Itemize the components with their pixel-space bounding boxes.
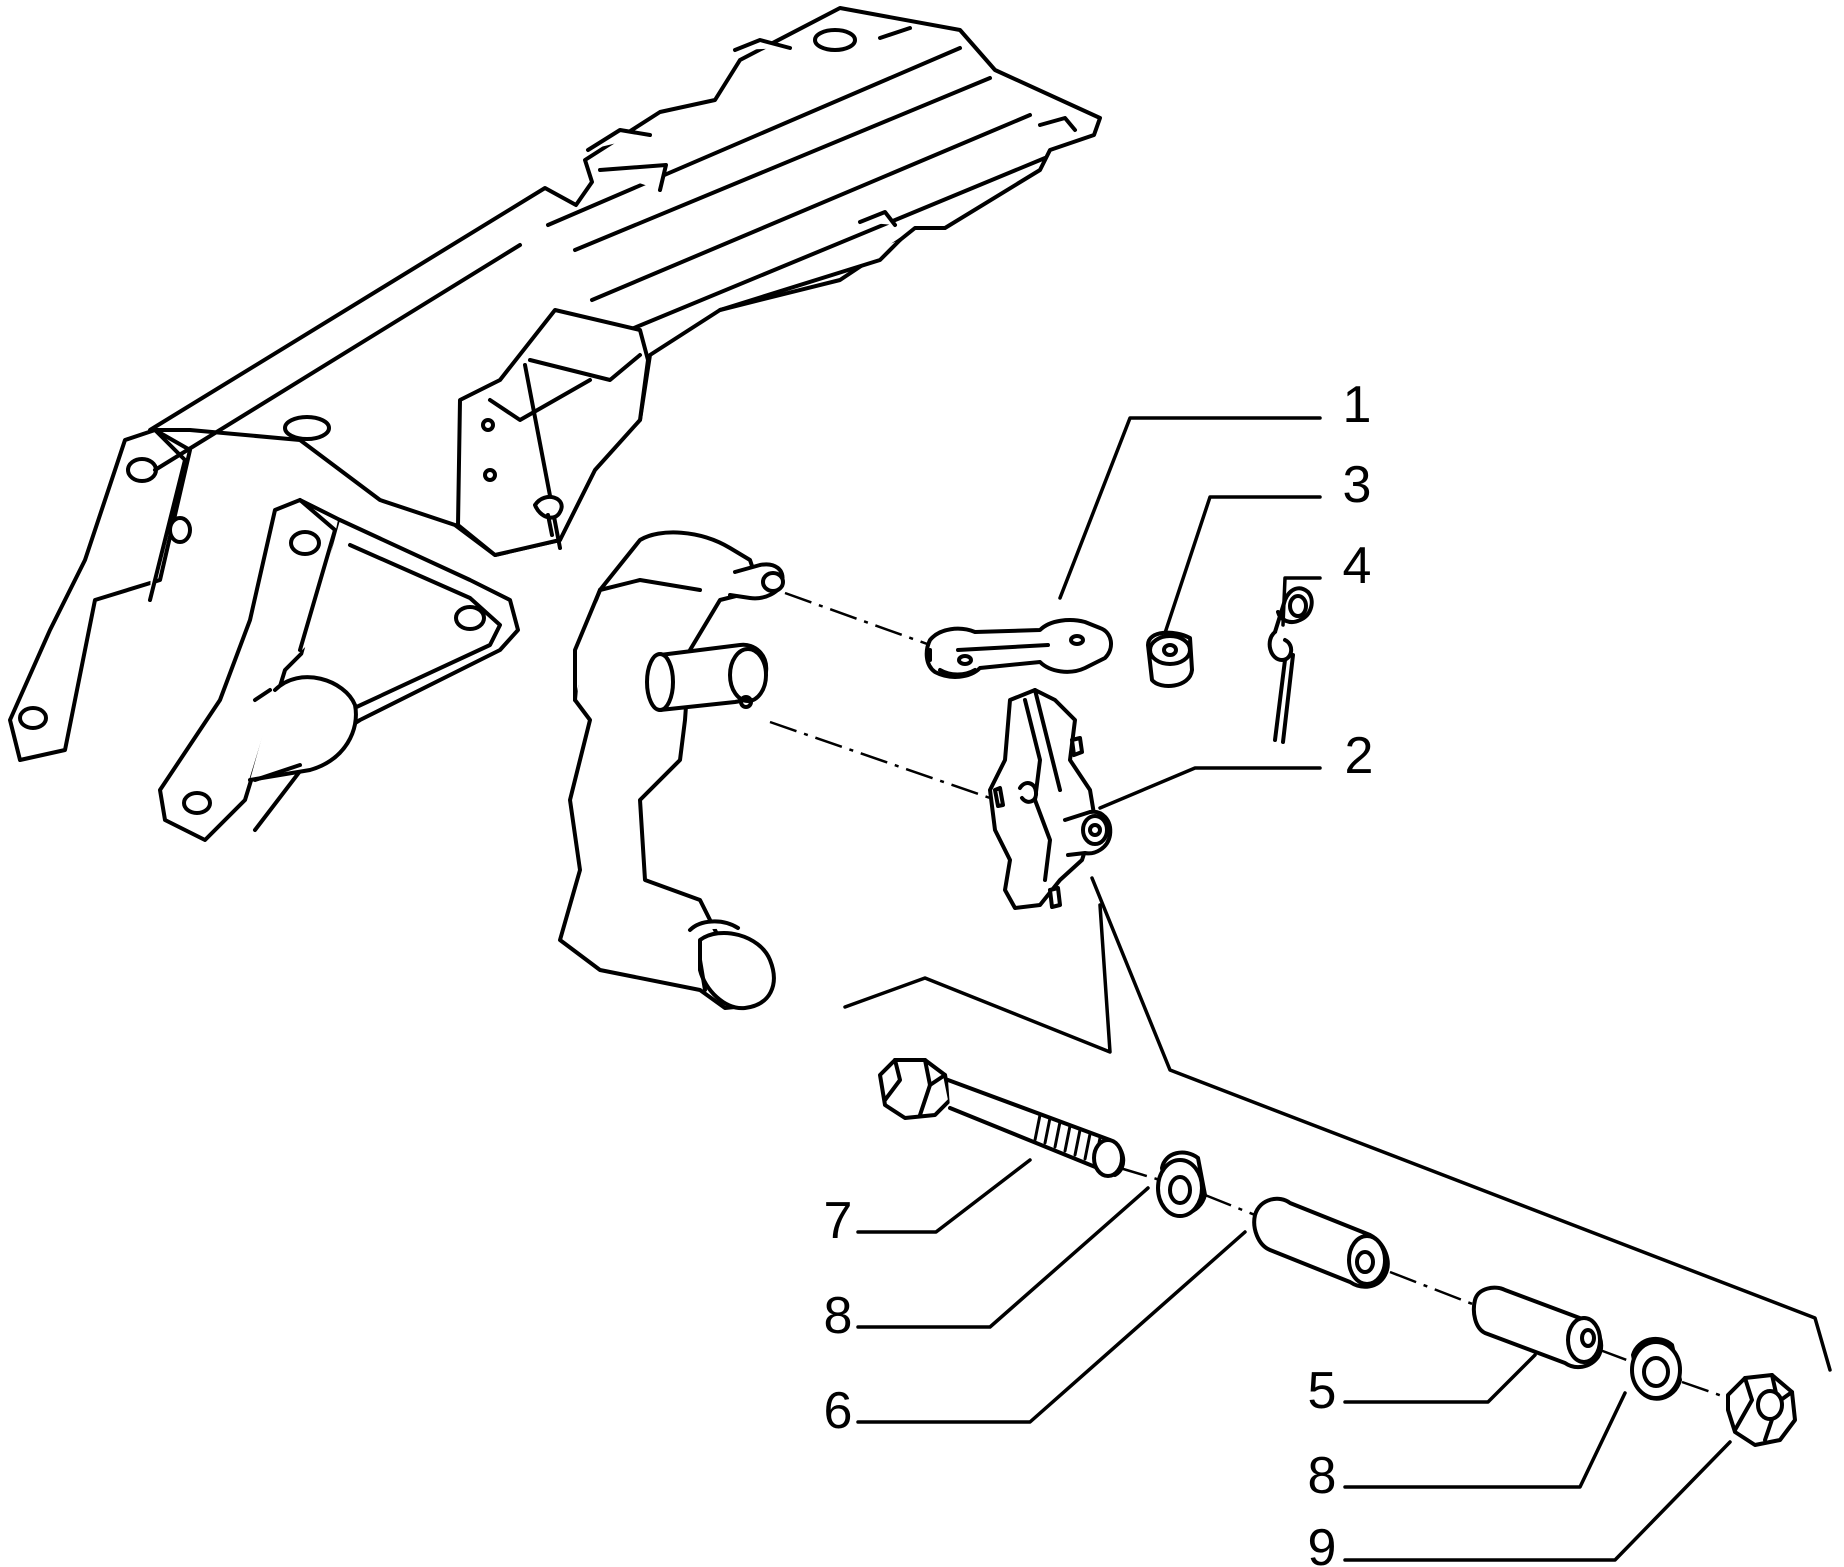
part-8-washer-lower [1630, 1336, 1682, 1401]
part-8-washer-upper [1156, 1150, 1207, 1218]
callout-8-lower: 8 [1308, 1447, 1337, 1505]
callout-2: 2 [1345, 727, 1374, 785]
leader-9 [1343, 1440, 1732, 1562]
part-9-nut [1726, 1373, 1797, 1447]
grouping-lines [843, 876, 1832, 1372]
part-2-plate [988, 688, 1113, 910]
leader-2 [1098, 766, 1322, 810]
callout-7: 7 [824, 1192, 853, 1250]
part-5-sleeve [1471, 1285, 1604, 1370]
pedal-support-bracket [8, 6, 1102, 842]
leader-3 [1163, 495, 1322, 635]
part-6-spacer-tube [1252, 1196, 1390, 1289]
callout-4: 4 [1343, 537, 1372, 595]
part-4-split-pin [1267, 586, 1314, 744]
callout-1: 1 [1343, 376, 1372, 434]
leader-4 [1281, 576, 1322, 627]
callout-8-upper: 8 [824, 1287, 853, 1345]
leader-7 [856, 1158, 1032, 1234]
callout-3: 3 [1343, 456, 1372, 514]
part-1-link [924, 618, 1113, 679]
leader-5 [1343, 1353, 1537, 1404]
leader-6 [856, 1230, 1247, 1424]
assembly-axis-lines [769, 591, 1729, 1400]
pedal-arm [558, 530, 785, 1011]
leader-8b [1343, 1391, 1627, 1489]
callout-labels: 1 3 4 2 7 8 6 5 8 9 [824, 376, 1374, 1567]
callout-5: 5 [1308, 1362, 1337, 1420]
leader-lines [856, 416, 1732, 1562]
part-3-bushing [1146, 630, 1194, 688]
part-7-bolt [878, 1058, 1126, 1178]
leader-1 [1058, 416, 1322, 600]
callout-6: 6 [824, 1382, 853, 1440]
callout-9: 9 [1308, 1519, 1337, 1567]
leader-8a [856, 1186, 1150, 1329]
